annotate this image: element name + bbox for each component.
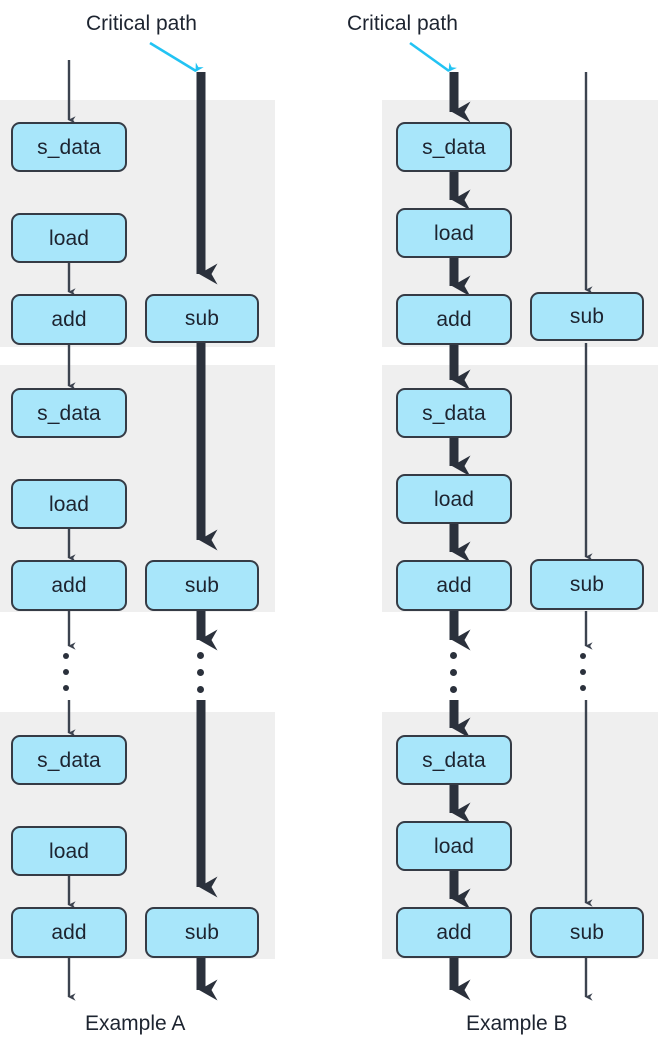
- ellipsis-dot: [197, 669, 204, 676]
- critical-path-pointer-b: [409, 41, 457, 73]
- ellipsis-dot: [450, 686, 457, 693]
- node-a3-add[interactable]: add: [11, 907, 127, 958]
- node-b2-s_data[interactable]: s_data: [396, 388, 512, 438]
- critical-path-label-a: Critical path: [86, 12, 197, 35]
- ellipsis-dot: [197, 686, 204, 693]
- node-b3-sub[interactable]: sub: [530, 907, 644, 958]
- node-b3-s_data[interactable]: s_data: [396, 735, 512, 785]
- node-b1-add[interactable]: add: [396, 294, 512, 345]
- node-b1-load[interactable]: load: [396, 208, 512, 258]
- ellipsis-dot: [580, 653, 586, 659]
- ellipsis-a-right: [197, 647, 204, 698]
- ellipsis-b-left: [450, 647, 457, 698]
- node-a3-sub[interactable]: sub: [145, 907, 259, 958]
- node-a1-s_data[interactable]: s_data: [11, 122, 127, 172]
- node-b2-sub[interactable]: sub: [530, 559, 644, 610]
- ellipsis-dot: [63, 669, 69, 675]
- node-a1-add[interactable]: add: [11, 294, 127, 345]
- ellipsis-dot: [580, 669, 586, 675]
- node-a1-sub[interactable]: sub: [145, 294, 259, 343]
- ellipsis-dot: [63, 653, 69, 659]
- ellipsis-dot: [450, 652, 457, 659]
- node-b3-add[interactable]: add: [396, 907, 512, 958]
- node-a3-load[interactable]: load: [11, 826, 127, 876]
- node-b1-sub[interactable]: sub: [530, 292, 644, 341]
- node-a2-sub[interactable]: sub: [145, 560, 259, 611]
- node-a3-s_data[interactable]: s_data: [11, 735, 127, 785]
- node-b1-s_data[interactable]: s_data: [396, 122, 512, 172]
- ellipsis-a-left: [63, 648, 69, 696]
- node-b2-add[interactable]: add: [396, 560, 512, 611]
- ellipsis-b-right: [580, 648, 586, 696]
- node-a2-s_data[interactable]: s_data: [11, 388, 127, 438]
- node-b2-load[interactable]: load: [396, 474, 512, 524]
- ellipsis-dot: [450, 669, 457, 676]
- node-a2-load[interactable]: load: [11, 479, 127, 529]
- critical-path-pointer-a: [149, 41, 204, 73]
- example-b-caption: Example B: [466, 1012, 568, 1035]
- critical-path-label-b: Critical path: [347, 12, 458, 35]
- node-a2-add[interactable]: add: [11, 560, 127, 611]
- ellipsis-dot: [63, 685, 69, 691]
- node-b3-load[interactable]: load: [396, 821, 512, 871]
- example-a-caption: Example A: [85, 1012, 186, 1035]
- ellipsis-dot: [580, 685, 586, 691]
- node-a1-load[interactable]: load: [11, 213, 127, 263]
- ellipsis-dot: [197, 652, 204, 659]
